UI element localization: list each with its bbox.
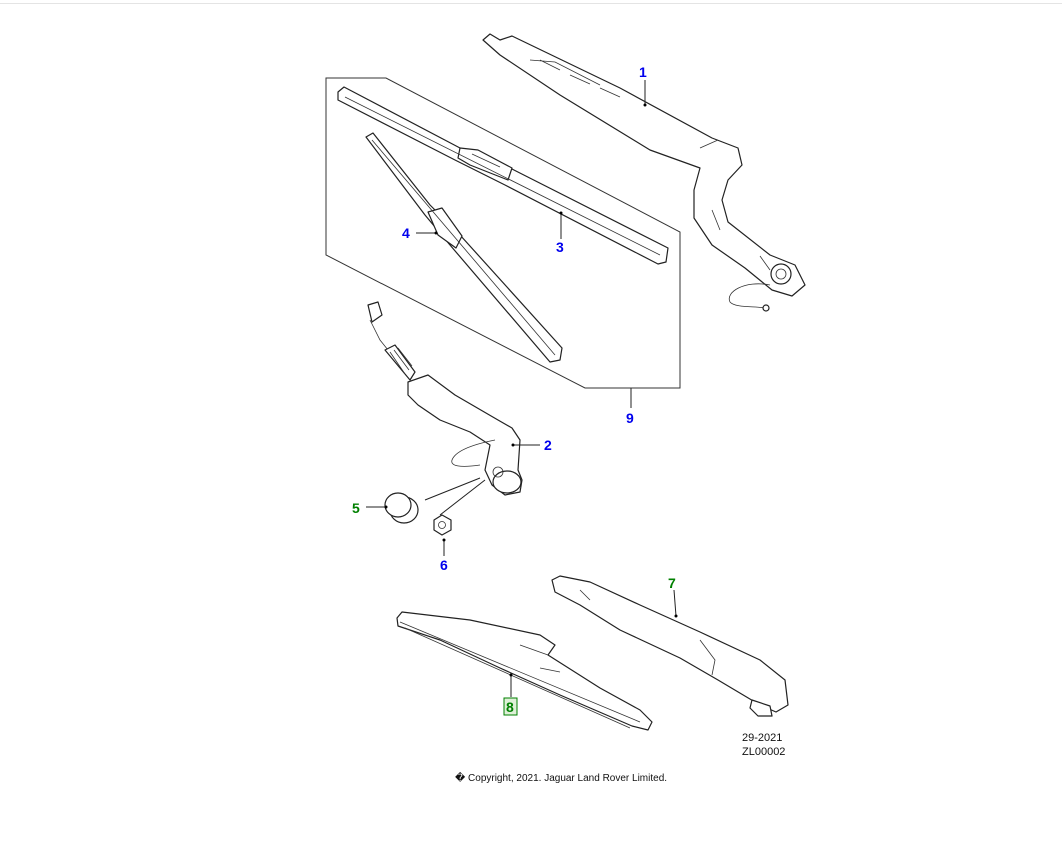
part-2-rear-arm[interactable]	[367, 301, 523, 496]
callout-3[interactable]: 3	[556, 239, 564, 255]
illustration-code: ZL00002	[742, 746, 786, 758]
part-1-wiper-arm[interactable]	[482, 33, 806, 312]
callout-9[interactable]: 9	[626, 410, 634, 426]
copyright-notice: � Copyright, 2021. Jaguar Land Rover Lim…	[455, 773, 668, 784]
callout-8-box	[503, 697, 518, 716]
callout-4[interactable]: 4	[402, 225, 410, 241]
part-8-rear-blade[interactable]	[396, 611, 653, 731]
part-4-blade-insert[interactable]	[365, 132, 563, 363]
part-5-cap[interactable]	[384, 492, 419, 524]
part-6-nut[interactable]	[433, 514, 452, 536]
kit-bracket-outline	[325, 77, 681, 389]
callout-5[interactable]: 5	[352, 500, 360, 516]
callout-8[interactable]: 8	[506, 699, 514, 715]
part-3-wiper-blade[interactable]	[337, 86, 669, 265]
callout-2[interactable]: 2	[544, 437, 552, 453]
callout-6[interactable]: 6	[440, 557, 448, 573]
callout-1[interactable]: 1	[639, 64, 647, 80]
date-code: 29-2021	[742, 732, 783, 744]
callout-7[interactable]: 7	[668, 575, 676, 591]
top-divider	[0, 3, 1062, 4]
part-7-rear-arm[interactable]	[551, 575, 789, 717]
callout-leaders	[366, 80, 678, 697]
